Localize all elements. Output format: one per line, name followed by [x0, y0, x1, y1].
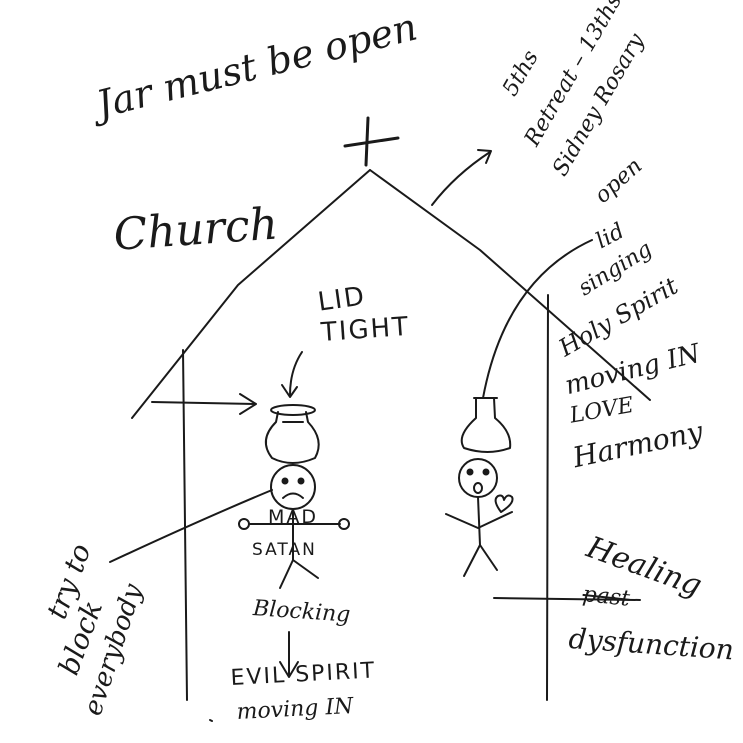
dot	[209, 719, 213, 722]
pointer-try-to-block	[109, 489, 273, 563]
small-heart-icon	[494, 494, 514, 513]
note-satan: SATAN	[252, 540, 317, 560]
arrow-lid-tight	[281, 351, 303, 398]
note-tight: TIGHT	[320, 311, 412, 348]
church-wall-right	[546, 294, 549, 701]
open-jar-icon	[460, 397, 512, 453]
arrow-to-retreat	[431, 149, 492, 206]
cross-icon	[343, 116, 400, 167]
arrow-into-church	[151, 393, 257, 415]
open-lid-leader	[482, 239, 593, 399]
healing-leader	[493, 597, 641, 601]
sad-face-icon	[270, 464, 316, 510]
church-roof-left	[131, 169, 371, 419]
satan-figure	[238, 509, 350, 589]
note-past: past	[581, 582, 632, 612]
arrow-blocking	[279, 631, 299, 678]
closed-jar-icon	[265, 404, 320, 464]
surprised-face-icon	[458, 458, 498, 498]
note-mad: MAD	[268, 506, 319, 528]
happy-figure	[445, 496, 513, 577]
church-roof-right	[369, 169, 651, 401]
church-wall-left	[182, 349, 188, 701]
